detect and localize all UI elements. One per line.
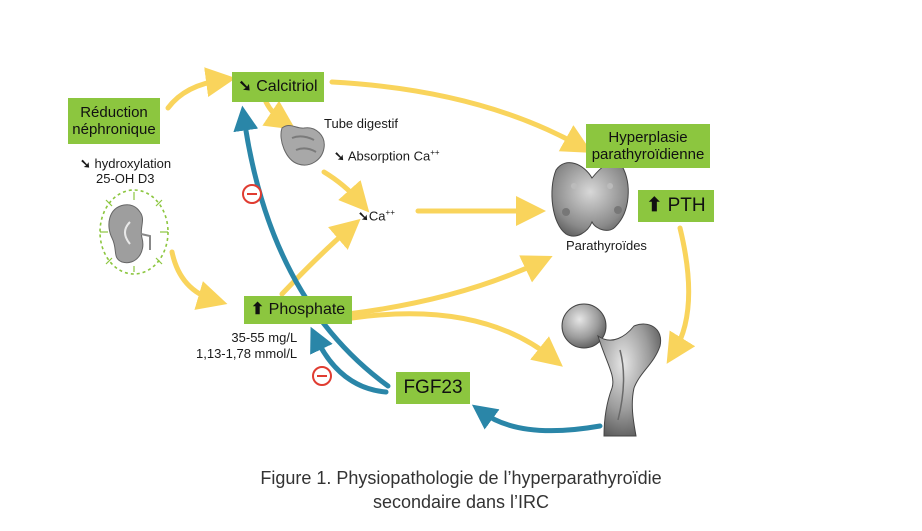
hydroxylation-d3-text: 25-OH D3 [96, 171, 155, 186]
reduction-label-line2: néphronique [72, 121, 156, 138]
ca-text: Ca [368, 208, 386, 224]
hydroxylation-text: hydroxylation [94, 156, 172, 171]
reduction-nephronique-box: Réduction néphronique [68, 98, 160, 144]
arrow-calcitriol-to-hyperplasie [329, 79, 593, 153]
pth-box: ⬆ PTH [638, 190, 714, 222]
pth-label: PTH [667, 195, 706, 217]
arrow-phosphate-to-bone [349, 311, 563, 367]
arrow-fgf23-to-calcitriol [233, 105, 391, 389]
increase-arrow-icon: ⬆ [250, 300, 265, 318]
parathyroid-gland-icon [551, 161, 629, 237]
arrow-bone-to-fgf23 [471, 404, 603, 434]
decrease-arrow-icon: ➘ [358, 208, 369, 224]
arrow-reduction-to-calcitriol [165, 67, 236, 111]
parathyroides-label: Parathyroïdes [566, 238, 647, 253]
kidney-icon [99, 189, 169, 275]
ca-sup: ++ [385, 208, 395, 217]
figure-caption-line2: secondaire dans l’IRC [372, 492, 550, 512]
figure-caption-line1: Figure 1. Physiopathologie de l’hyperpar… [260, 468, 662, 488]
fgf23-label: FGF23 [403, 377, 463, 399]
arrow-fgf23-to-phosphate [310, 326, 389, 395]
phosphate-range-label: 35-55 mg/L 1,13-1,78 mmol/L [196, 330, 297, 362]
absorption-label: ➘ Absorption Ca++ [334, 148, 440, 164]
increase-arrow-icon: ⬆ [646, 195, 663, 217]
absorption-sup: ++ [430, 148, 440, 157]
reduction-label-line1: Réduction [80, 103, 148, 121]
arrow-pth-to-bone [666, 225, 696, 364]
phosphate-range-mmoll: 1,13-1,78 mmol/L [196, 346, 298, 361]
femur-bone-icon [561, 303, 662, 437]
phosphate-range-mgl: 35-55 mg/L [231, 330, 298, 345]
arrow-absorption-to-ca [321, 169, 370, 213]
hyperplasie-label-line2: parathyroïdienne [591, 146, 705, 163]
calcitriol-label: Calcitriol [256, 77, 318, 95]
hyperplasie-box: Hyperplasie parathyroïdienne [586, 124, 710, 168]
decrease-arrow-icon: ➘ [238, 77, 252, 95]
arrow-reduction-to-phosphate [169, 249, 228, 310]
inhibition-icon [242, 184, 262, 204]
arrow-phosphate-to-parathyroid [345, 255, 553, 317]
phosphate-box: ⬆ Phosphate [244, 296, 352, 324]
fgf23-box: FGF23 [396, 372, 470, 404]
ca-label: ➘Ca++ [358, 208, 395, 224]
calcitriol-box: ➘ Calcitriol [232, 72, 324, 102]
digestive-tract-icon [280, 125, 325, 166]
inhibition-icon [312, 366, 332, 386]
tube-digestif-label: Tube digestif [324, 116, 398, 131]
arrow-phosphate-to-ca [279, 218, 361, 297]
hyperplasie-label-line1: Hyperplasie [608, 128, 688, 146]
hydroxylation-label: ➘ hydroxylation 25-OH D3 [80, 156, 171, 186]
arrow-calcitriol-to-digestif [262, 99, 296, 130]
absorption-text: Absorption Ca [347, 148, 431, 164]
phosphate-label: Phosphate [268, 300, 346, 318]
decrease-arrow-icon: ➘ [80, 156, 91, 171]
decrease-arrow-icon: ➘ [334, 148, 345, 164]
